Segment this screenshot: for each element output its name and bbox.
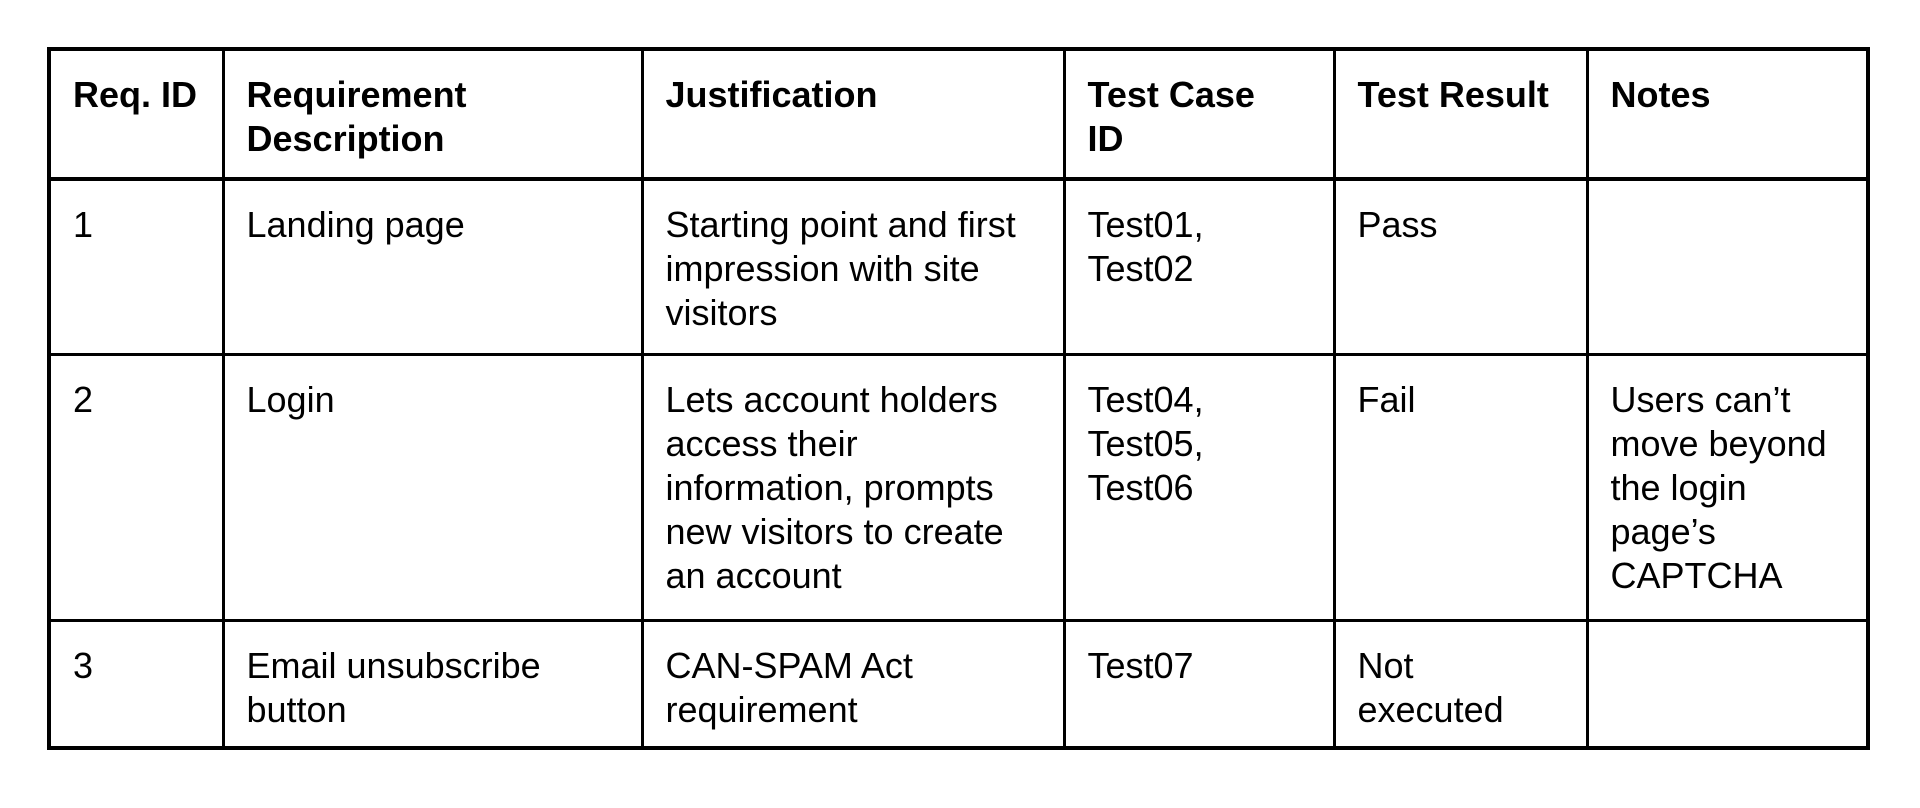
table-header-row: Req. ID Requirement Description Justific… — [47, 47, 1870, 181]
header-cell-notes: Notes — [1585, 47, 1870, 181]
header-cell-description: Requirement Description — [221, 47, 644, 181]
cell-row2-notes: Users can’t move beyond the login page’s… — [1585, 352, 1870, 622]
header-cell-test-result: Test Result — [1332, 47, 1589, 181]
table-row: 1 Landing page Starting point and first … — [47, 177, 1870, 356]
header-cell-justification: Justification — [640, 47, 1066, 181]
cell-row2-justification: Lets account holders access their inform… — [640, 352, 1066, 622]
cell-row2-description: Login — [221, 352, 644, 622]
cell-row1-test-case-id: Test01, Test02 — [1062, 177, 1336, 356]
header-cell-req-id: Req. ID — [47, 47, 225, 181]
cell-row3-test-result: Not executed — [1332, 618, 1589, 750]
cell-row1-notes — [1585, 177, 1870, 356]
table-row: 3 Email unsubscribe button CAN-SPAM Act … — [47, 618, 1870, 750]
cell-row3-justification: CAN-SPAM Act requirement — [640, 618, 1066, 750]
cell-row1-justification: Starting point and first impression with… — [640, 177, 1066, 356]
cell-row2-test-case-id: Test04, Test05, Test06 — [1062, 352, 1336, 622]
cell-row3-notes — [1585, 618, 1870, 750]
cell-row3-test-case-id: Test07 — [1062, 618, 1336, 750]
cell-row2-req-id: 2 — [47, 352, 225, 622]
header-cell-test-case-id: Test Case ID — [1062, 47, 1336, 181]
cell-row3-req-id: 3 — [47, 618, 225, 750]
requirements-traceability-table: Req. ID Requirement Description Justific… — [47, 47, 1870, 750]
cell-row1-req-id: 1 — [47, 177, 225, 356]
cell-row1-test-result: Pass — [1332, 177, 1589, 356]
cell-row2-test-result: Fail — [1332, 352, 1589, 622]
table-row: 2 Login Lets account holders access thei… — [47, 352, 1870, 622]
cell-row3-description: Email unsubscribe button — [221, 618, 644, 750]
cell-row1-description: Landing page — [221, 177, 644, 356]
